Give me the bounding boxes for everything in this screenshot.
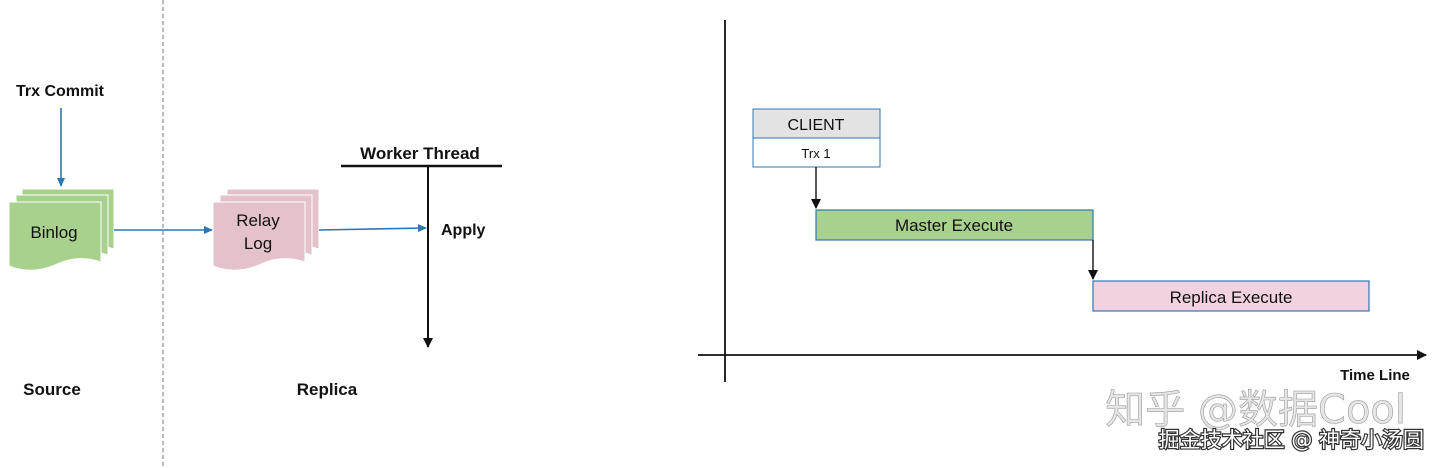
binlog-document: Binlog <box>8 188 115 271</box>
time-line-label: Time Line <box>1340 367 1410 384</box>
binlog-label: Binlog <box>30 223 77 242</box>
master-execute-label: Master Execute <box>895 216 1013 235</box>
relay-log-label-line1: Relay <box>236 211 280 230</box>
watermark-juejin: 掘金技术社区 @ 神奇小汤圆 <box>1159 428 1424 452</box>
relay-log-document: Relay Log <box>212 188 320 271</box>
replica-execute-label: Replica Execute <box>1170 288 1293 307</box>
client-label: CLIENT <box>788 117 845 134</box>
worker-thread-label: Worker Thread <box>360 144 480 163</box>
source-label: Source <box>23 380 81 399</box>
master-execute-bar <box>815 209 1094 241</box>
trx-label: Trx 1 <box>801 146 830 161</box>
watermark-zhihu: 知乎 @数据Cool <box>1105 387 1406 433</box>
client-header-box <box>752 108 881 139</box>
trx-box <box>752 137 881 168</box>
trx-commit-label: Trx Commit <box>16 83 105 100</box>
replica-execute-bar <box>1092 280 1370 312</box>
replica-label: Replica <box>297 380 358 399</box>
apply-label: Apply <box>441 222 486 239</box>
relay-log-label-line2: Log <box>244 234 272 253</box>
relay-to-worker-arrow <box>318 224 427 233</box>
